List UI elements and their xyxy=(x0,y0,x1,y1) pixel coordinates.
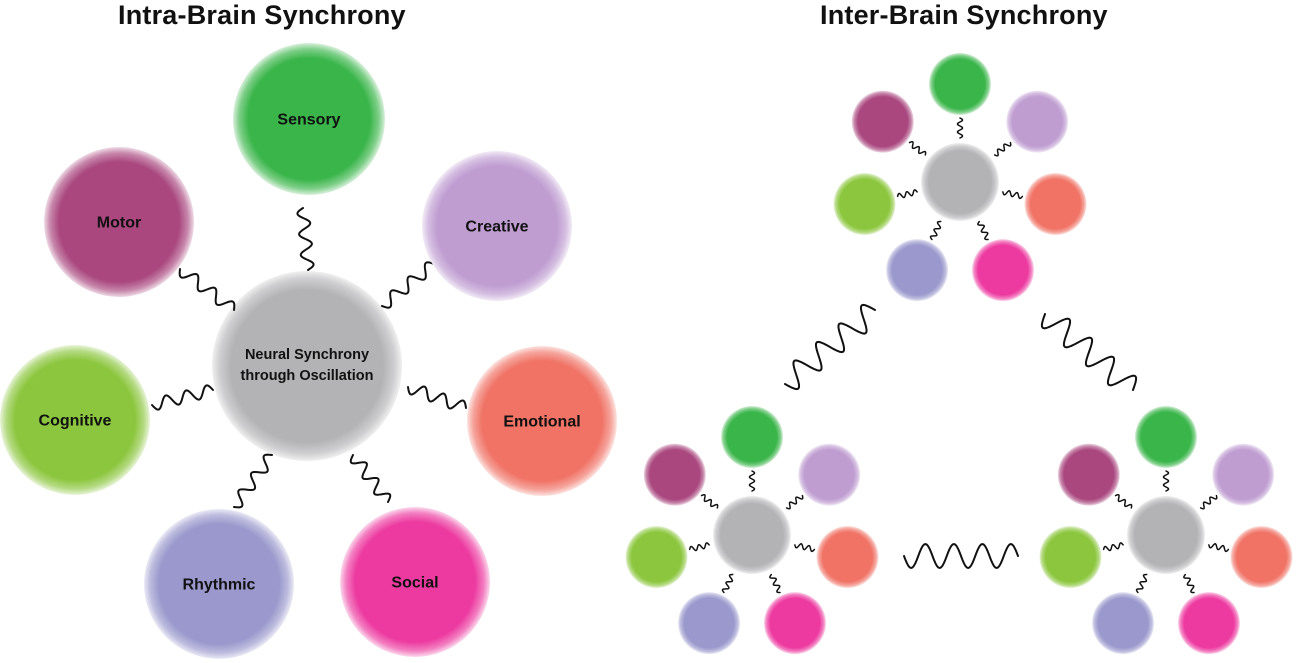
inter-brain-bottom-left-node-sensory xyxy=(721,406,783,468)
intra-wave-rhythmic xyxy=(233,453,273,509)
inter-brain-top-center xyxy=(921,143,999,221)
inter-brain-top-wave-creative xyxy=(993,141,1012,157)
inter-brain-bottom-right-wave-creative xyxy=(1199,494,1218,510)
inter-brain-top-wave-sensory xyxy=(956,117,964,139)
inter-brain-top xyxy=(833,53,1087,302)
inter-brain-bottom-right-node-social xyxy=(1177,592,1240,655)
inter-brain-bottom-left-wave-rhythmic xyxy=(721,573,734,594)
intra-wave-motor xyxy=(178,268,236,311)
inter-brain-bottom-right-wave-sensory xyxy=(1162,470,1170,492)
intra-wave-sensory xyxy=(296,207,315,271)
inter-brain-bottom-left-wave-motor xyxy=(700,493,719,509)
inter-brain-bottom-right-node-cognitive xyxy=(1039,526,1102,589)
inter-brain-top-node-motor xyxy=(851,90,914,153)
inter-brain-bottom-left-wave-sensory xyxy=(748,470,756,492)
intra-wave-cognitive xyxy=(151,384,214,411)
inter-brain-bottom-right-node-motor xyxy=(1057,443,1120,506)
intra-node-label-emotional: Emotional xyxy=(503,414,580,431)
intra-node-motor xyxy=(44,147,194,297)
inter-connection-top-to-bottom-right xyxy=(1040,313,1138,391)
inter-brain-top-wave-social xyxy=(977,220,989,241)
inter-connection-top-to-bottom-left xyxy=(784,303,876,391)
inter-brain-bottom-left-wave-emotional xyxy=(794,543,816,553)
intra-node-label-rhythmic: Rhythmic xyxy=(183,577,256,594)
inter-brain-bottom-right-wave-rhythmic xyxy=(1135,573,1148,594)
inter-brain-bottom-right xyxy=(1039,406,1293,655)
intra-brain-title: Intra-Brain Synchrony xyxy=(118,0,406,30)
inter-brain-top-wave-cognitive xyxy=(896,189,918,199)
inter-brain-top-wave-motor xyxy=(908,140,927,156)
inter-brain-top-node-sensory xyxy=(929,53,991,115)
inter-brain-bottom-left-node-creative xyxy=(798,443,861,506)
intra-center-node xyxy=(212,271,402,461)
inter-brain-bottom-right-wave-social xyxy=(1183,573,1195,594)
inter-brain-bottom-right-center xyxy=(1127,496,1205,574)
inter-brain-top-node-cognitive xyxy=(833,173,896,236)
inter-brain-top-wave-emotional xyxy=(1002,190,1024,200)
inter-brain-bottom-left-wave-social xyxy=(769,573,781,594)
inter-brain-top-node-emotional xyxy=(1024,173,1087,236)
intra-center-label-line-2: through Oscillation xyxy=(241,368,374,384)
inter-brain-top-node-social xyxy=(971,239,1034,302)
intra-wave-creative xyxy=(381,261,435,309)
inter-brain-bottom-left-node-rhythmic xyxy=(678,592,741,655)
inter-brain-bottom-right-node-rhythmic xyxy=(1092,592,1155,655)
inter-brain-bottom-left-center xyxy=(713,496,791,574)
inter-brain-bottom-right-wave-emotional xyxy=(1208,543,1230,553)
intra-node-label-creative: Creative xyxy=(465,219,528,236)
intra-center-label-line-1: Neural Synchrony xyxy=(245,347,369,363)
intra-node-sensory xyxy=(233,43,385,195)
inter-brain-bottom-left-wave-cognitive xyxy=(688,542,710,552)
intra-node-label-social: Social xyxy=(391,575,438,592)
inter-brain-bottom-right-node-emotional xyxy=(1230,526,1293,589)
intra-wave-emotional xyxy=(407,385,467,410)
intra-node-creative xyxy=(422,151,572,301)
inter-brain-top-node-creative xyxy=(1006,90,1069,153)
intra-node-label-cognitive: Cognitive xyxy=(39,413,112,430)
inter-brain-bottom-left xyxy=(625,406,879,655)
intra-node-label-sensory: Sensory xyxy=(277,112,340,129)
intra-node-social xyxy=(340,507,490,657)
inter-brain-bottom-left-node-emotional xyxy=(816,526,879,589)
intra-node-rhythmic xyxy=(144,509,294,659)
intra-wave-social xyxy=(349,454,392,503)
intra-node-cognitive xyxy=(0,345,150,495)
inter-brain-bottom-right-node-creative xyxy=(1212,443,1275,506)
inter-connection-bottom-left-to-bottom-right xyxy=(903,543,1019,569)
inter-brain-bottom-left-wave-creative xyxy=(785,494,804,510)
inter-brain-top-wave-rhythmic xyxy=(929,220,942,241)
inter-brain-bottom-left-node-cognitive xyxy=(625,526,688,589)
inter-brain-bottom-right-node-sensory xyxy=(1135,406,1197,468)
inter-brain-bottom-left-node-social xyxy=(763,592,826,655)
intra-node-emotional xyxy=(467,346,617,496)
intra-node-label-motor: Motor xyxy=(97,215,141,232)
inter-brain-network xyxy=(625,53,1293,655)
inter-brain-bottom-right-wave-cognitive xyxy=(1102,542,1124,552)
inter-brain-bottom-right-wave-motor xyxy=(1114,493,1133,509)
inter-brain-top-node-rhythmic xyxy=(886,239,949,302)
inter-brain-bottom-left-node-motor xyxy=(643,443,706,506)
inter-brain-title: Inter-Brain Synchrony xyxy=(820,0,1108,30)
